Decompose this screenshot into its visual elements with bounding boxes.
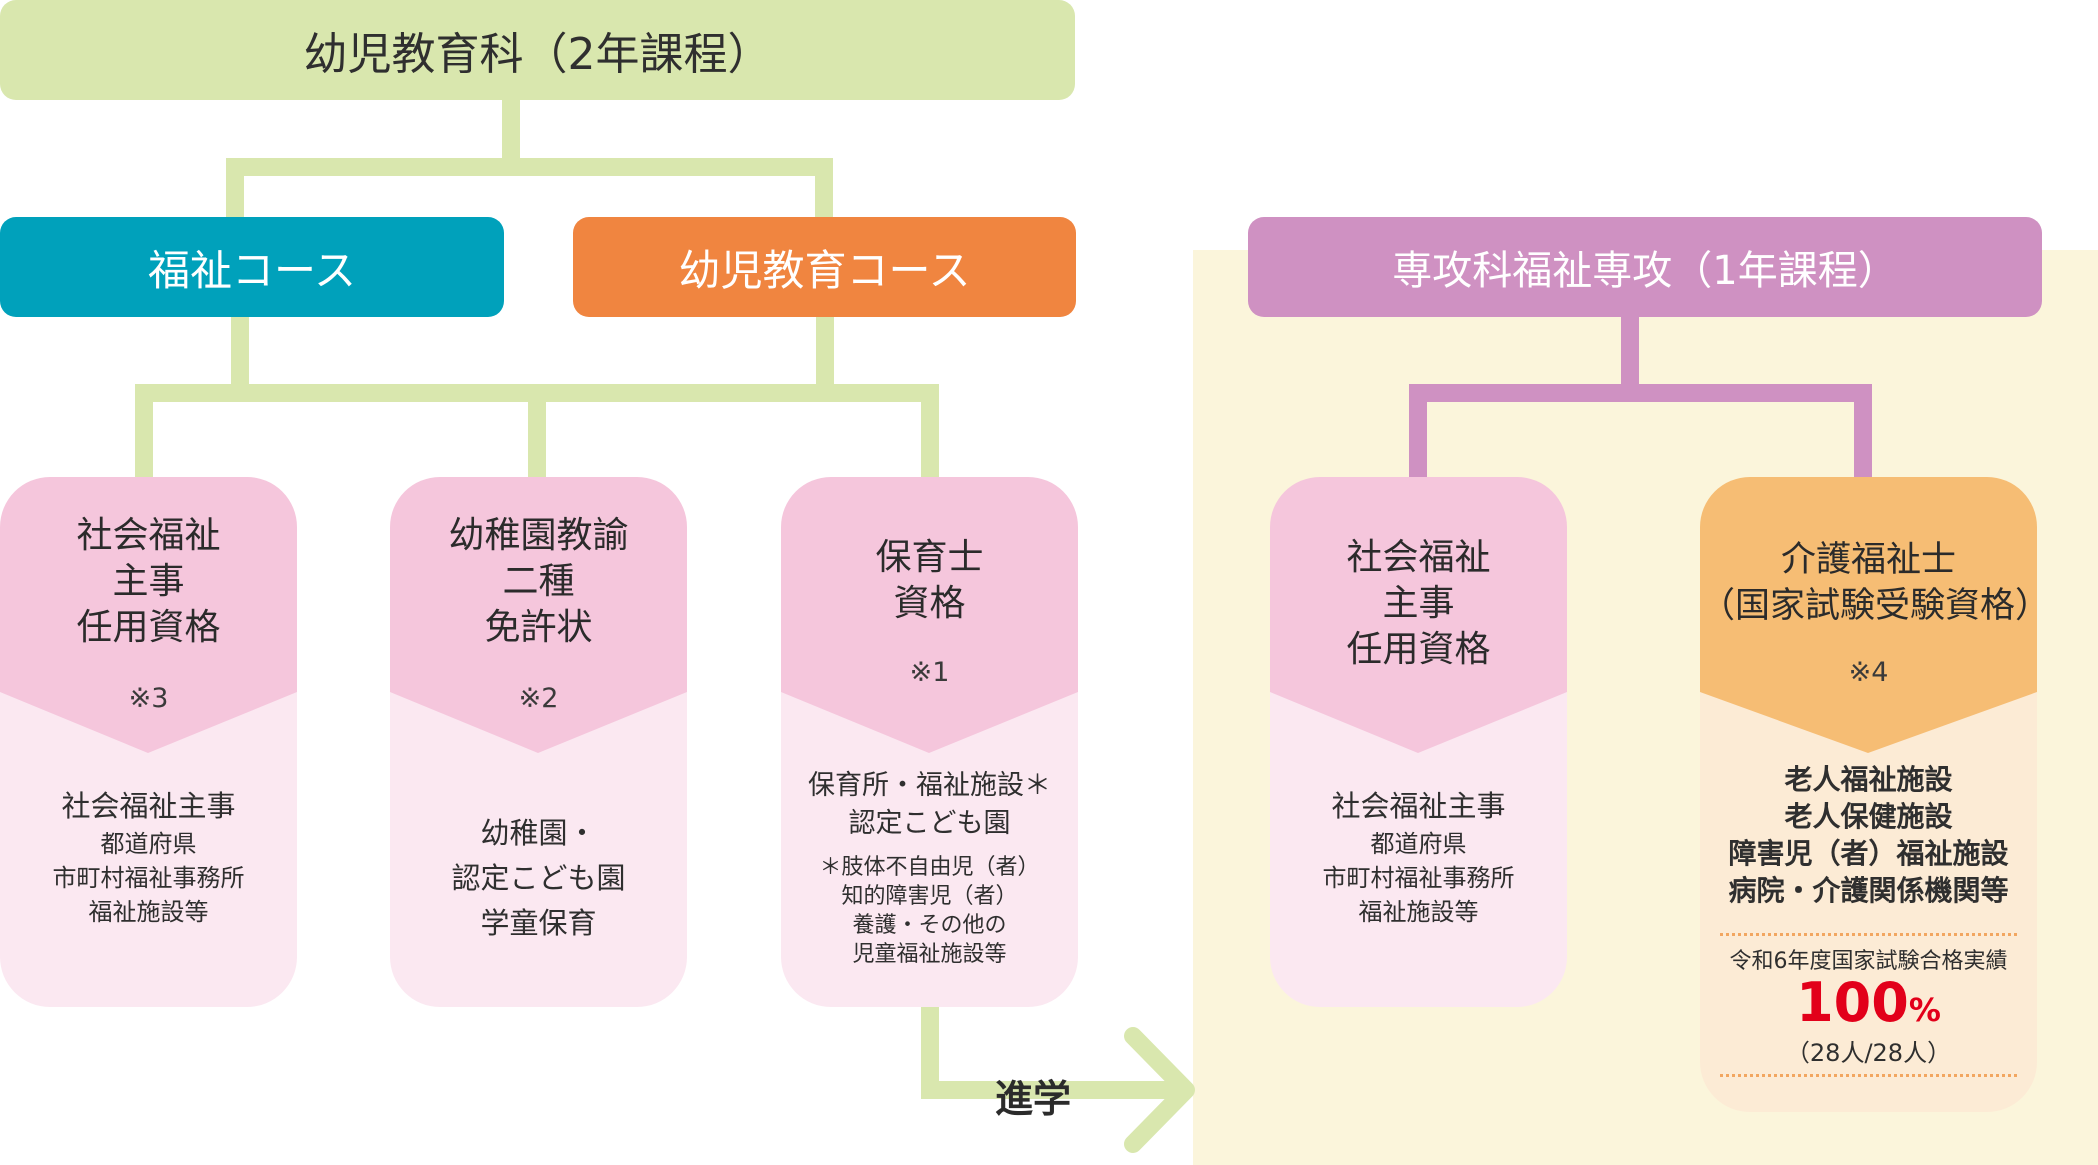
card-title-line: 社会福祉 (76, 515, 221, 556)
line-to-cards (135, 384, 939, 477)
desc-line: 社会福祉主事 (61, 789, 236, 823)
desc-line: 学童保育 (480, 906, 597, 940)
card-title-line: 二種 (502, 561, 575, 602)
card-title-line: 社会福祉 (1346, 537, 1491, 578)
result-unit: % (1908, 991, 1941, 1029)
card-head-shape (390, 477, 687, 753)
card-note: ※1 (909, 657, 950, 688)
card-title-line: 免許状 (484, 607, 593, 648)
card-care-worker: 介護福祉士 （国家試験受験資格） ※4 老人福祉施設 老人保健施設 障害児（者）… (1700, 477, 2037, 1112)
advanced-welfare-label: 専攻科福祉専攻（1年課程） (1392, 248, 1898, 294)
advance-arrowhead-icon (1124, 1027, 1195, 1153)
result-detail: （28人/28人） (1785, 1039, 1952, 1067)
early-childhood-course-bar: 幼児教育コース (573, 217, 1076, 317)
result-label: 令和6年度国家試験合格実績 (1729, 949, 2008, 974)
line-top-to-courses (226, 100, 833, 217)
card-head-shape (0, 477, 297, 753)
card-social-welfare-officer: 社会福祉 主事 任用資格 ※3 社会福祉主事 都道府県 市町村福祉事務所 福祉施… (0, 477, 297, 1007)
line-senkou-down (1409, 317, 1872, 477)
result-divider-bottom (1720, 1074, 2017, 1077)
desc-line: 認定こども園 (451, 861, 626, 895)
card-title-line: 保育士 (875, 537, 984, 578)
card-title-line: （国家試験受験資格） (1700, 586, 2037, 626)
welfare-course-label: 福祉コース (148, 245, 356, 295)
card-social-welfare-officer-advanced: 社会福祉 主事 任用資格 社会福祉主事 都道府県 市町村福祉事務所 福祉施設等 (1270, 477, 1567, 1007)
desc-line: 市町村福祉事務所 (1322, 864, 1515, 892)
advanced-welfare-bar: 専攻科福祉専攻（1年課程） (1248, 217, 2042, 317)
result-divider-top (1720, 933, 2017, 936)
dept-title-bar: 幼児教育科（2年課程） (0, 0, 1075, 100)
early-childhood-course-label: 幼児教育コース (678, 245, 971, 295)
desc-subline: 児童福祉施設等 (852, 942, 1007, 967)
result-value: 100 (1796, 971, 1909, 1034)
desc-line: 障害児（者）福祉施設 (1728, 837, 2009, 870)
card-head-shape (781, 477, 1078, 753)
card-title-line: 任用資格 (76, 607, 221, 648)
desc-line: 病院・介護関係機関等 (1728, 874, 2009, 907)
card-kindergarten-license: 幼稚園教諭 二種 免許状 ※2 幼稚園・ 認定こども園 学童保育 (390, 477, 687, 1007)
card-note: ※3 (128, 683, 169, 714)
card-title-line: 任用資格 (1346, 629, 1491, 670)
dept-title: 幼児教育科（2年課程） (303, 29, 772, 80)
desc-line: 社会福祉主事 (1331, 789, 1506, 823)
card-head-shape (1700, 477, 2037, 753)
desc-line: 都道府県 (100, 830, 197, 858)
card-note: ※4 (1848, 657, 1889, 688)
card-title-line: 資格 (893, 583, 966, 624)
desc-line: 福祉施設等 (88, 898, 209, 926)
card-title-line: 主事 (112, 561, 185, 602)
card-title-line: 介護福祉士 (1780, 540, 1956, 580)
line-advance (921, 1006, 1175, 1099)
desc-line: 市町村福祉事務所 (52, 864, 245, 892)
desc-subline: 養護・その他の (852, 913, 1007, 938)
desc-subline: 知的障害児（者） (841, 884, 1018, 909)
desc-line: 福祉施設等 (1358, 898, 1479, 926)
card-title-line: 幼稚園教諭 (448, 515, 629, 556)
advance-label: 進学 (995, 1077, 1072, 1121)
card-nursery-teacher: 保育士 資格 ※1 保育所・福祉施設＊ 認定こども園 ＊肢体不自由児（者） 知的… (781, 477, 1078, 1007)
desc-line: 老人保健施設 (1784, 800, 1953, 833)
desc-subline: ＊肢体不自由児（者） (819, 855, 1040, 880)
card-note: ※2 (518, 683, 559, 714)
welfare-course-bar: 福祉コース (0, 217, 504, 317)
card-title-line: 主事 (1382, 583, 1455, 624)
desc-line: 都道府県 (1370, 830, 1467, 858)
desc-line: 老人福祉施設 (1784, 763, 1953, 796)
result-value-row: 100% (1700, 971, 2037, 1035)
desc-line: 認定こども園 (848, 808, 1011, 839)
desc-line: 保育所・福祉施設＊ (808, 770, 1051, 801)
desc-line: 幼稚園・ (480, 816, 597, 850)
card-head-shape (1270, 477, 1567, 753)
